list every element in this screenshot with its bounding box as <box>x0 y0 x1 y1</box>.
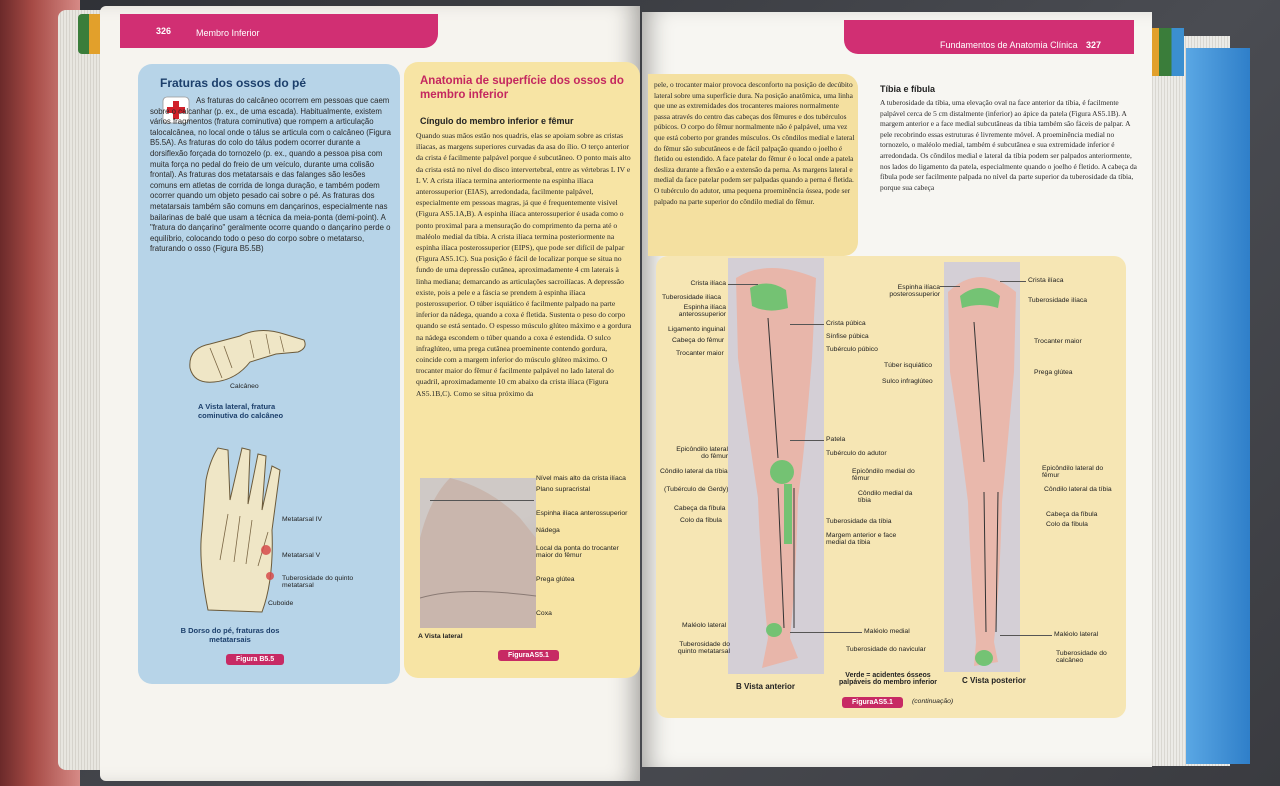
green-legend: Verde = acidentes ósseos palpáveis do me… <box>838 672 938 686</box>
first-aid-icon <box>162 96 190 124</box>
tibia-fibula-text: A tuberosidade da tíbia, uma elevação ov… <box>880 98 1137 192</box>
label-trocanter-maior-b: Trocanter maior <box>676 350 724 357</box>
right-running-head: Fundamentos de Anatomia Clínica <box>940 40 1078 50</box>
label-maleolo-medial: Maléolo medial <box>864 628 910 635</box>
figure-b5-5-tag: Figura B5.5 <box>226 654 285 665</box>
label-maleolo-lateral-b: Maléolo lateral <box>682 622 727 629</box>
label-tuberculo-gerdy: (Tubérculo de Gerdy) <box>664 486 729 493</box>
leader-line <box>790 632 862 633</box>
figure-as5-1-tag-right: FiguraAS5.1 <box>842 697 903 708</box>
label-tuberosidade-calcaneo: Tuberosidade do calcâneo <box>1056 650 1107 664</box>
label-colo-fibula-b: Colo da fíbula <box>680 517 722 524</box>
leader-line <box>1000 281 1026 282</box>
photo-label-supracristal: Plano supracristal <box>536 486 591 493</box>
photo-label-asis: Espinha ilíaca anterossuperior <box>536 510 628 517</box>
label-epicondilo-lateral-b: Epicôndilo lateral do fêmur <box>676 446 728 460</box>
surface-anatomy-subtitle: Cíngulo do membro inferior e fêmur <box>420 116 574 126</box>
label-eips: Espinha ilíaca posterossuperior <box>889 284 940 298</box>
label-crista-pubica: Crista púbica <box>826 320 866 327</box>
label-maleolo-lateral-c: Maléolo lateral <box>1054 631 1099 638</box>
left-header-bar <box>120 14 438 48</box>
caption-anterior: B Vista anterior <box>736 682 795 691</box>
label-tuberosidade-iliaca-b: Tuberosidade ilíaca <box>662 294 722 301</box>
leader-line <box>1000 635 1052 636</box>
label-prega-glutea-c: Prega glútea <box>1034 369 1073 376</box>
photo-label-trochanter: Local da ponta do trocanter maior do fêm… <box>536 545 619 559</box>
leader-line <box>728 284 758 285</box>
book-cover-edge <box>1186 48 1250 764</box>
label-trocanter-maior-c: Trocanter maior <box>1034 338 1082 345</box>
photo-label-nadega: Nádega <box>536 527 560 534</box>
label-tuberculo-pubico: Tubérculo púbico <box>826 346 878 353</box>
right-page-number: 327 <box>1086 40 1102 50</box>
label-sinfise-pubica: Sínfise púbica <box>826 333 869 340</box>
label-eias-b: Espinha ilíaca anterossuperior <box>678 304 726 318</box>
continued-text: pele, o trocanter maior provoca desconfo… <box>654 80 855 206</box>
photo-caption-a: A Vista lateral <box>418 633 463 640</box>
cuboid-label: Cuboide <box>268 600 294 607</box>
label-tuberosidade-tibia: Tuberosidade da tíbia <box>826 518 892 525</box>
buttock-lateral-photo <box>420 478 536 628</box>
calcaneus-label: Calcâneo <box>230 383 259 390</box>
label-patela: Patela <box>826 436 846 443</box>
label-epicondilo-medial: Epicôndilo medial do fêmur <box>852 468 915 482</box>
figure-as5-1-tag-left: FiguraAS5.1 <box>498 650 559 661</box>
calcaneus-fracture-illustration <box>189 330 306 383</box>
photo-label-gluteal-fold: Prega glútea <box>536 576 575 583</box>
left-running-head: Membro Inferior <box>196 28 260 38</box>
label-colo-fibula-c: Colo da fíbula <box>1046 521 1088 528</box>
metatarsal-iv-label: Metatarsal IV <box>282 516 323 523</box>
tibia-fibula-title: Tíbia e fíbula <box>880 84 936 94</box>
label-margem-anterior-tibia: Margem anterior e face medial da tíbia <box>826 532 897 546</box>
fifth-metatarsal-tuberosity-label: Tuberosidade do quinto metatarsal <box>282 575 354 589</box>
metatarsal-v-label: Metatarsal V <box>282 552 321 559</box>
leader-line <box>790 324 824 325</box>
photo-label-crest: Nível mais alto da crista ilíaca <box>536 475 626 482</box>
label-sulco-infragluteo: Sulco infraglúteo <box>882 378 933 385</box>
photo-label-coxa: Coxa <box>536 610 552 617</box>
surface-anatomy-title: Anatomia de superfície dos ossos do memb… <box>420 75 624 101</box>
label-ligamento-inguinal: Ligamento inguinal <box>668 326 726 333</box>
label-tuberosidade-iliaca-c: Tuberosidade ilíaca <box>1028 297 1088 304</box>
left-page-number: 326 <box>156 26 172 36</box>
photo-leader-line <box>430 500 534 501</box>
label-condilo-lateral-b: Côndilo lateral da tíbia <box>660 468 728 475</box>
fig-a-caption: A Vista lateral, fratura cominutiva do c… <box>198 402 284 420</box>
continued-text-box <box>648 74 858 256</box>
label-condilo-medial: Côndilo medial da tíbia <box>858 490 913 504</box>
metatarsal-fracture-illustration <box>200 447 281 613</box>
fig-b-caption: B Dorso do pé, fraturas dos metatarsais <box>180 626 280 644</box>
continuation-note: (continuação) <box>912 698 954 705</box>
leader-line <box>790 440 824 441</box>
caption-posterior: C Vista posterior <box>962 676 1026 685</box>
right-header-bar <box>844 20 1134 54</box>
clinical-box-title: Fraturas dos ossos do pé <box>160 76 307 90</box>
label-cabeca-femur: Cabeça do fêmur <box>672 337 725 344</box>
label-cabeca-fibula-c: Cabeça da fíbula <box>1046 511 1098 518</box>
label-cabeca-fibula-b: Cabeça da fíbula <box>674 505 726 512</box>
clinical-box-text: As fraturas do calcâneo ocorrem em pesso… <box>150 96 391 254</box>
label-crista-iliaca-b: Crista ilíaca <box>690 280 726 287</box>
label-condilo-lateral-c: Côndilo lateral da tíbia <box>1044 486 1112 493</box>
label-tuberculo-adutor: Tubérculo do adutor <box>826 450 887 457</box>
label-tuber-isquiatico: Túber isquiático <box>884 362 932 369</box>
leader-line <box>940 286 960 287</box>
surface-anatomy-text: Quando suas mãos estão nos quadris, elas… <box>416 131 632 398</box>
posterior-leg-photo <box>944 262 1020 672</box>
label-epicondilo-lateral-c: Epicôndilo lateral do fêmur <box>1042 465 1104 479</box>
label-tuberosidade-navicular: Tuberosidade do navicular <box>846 646 926 653</box>
anterior-leg-photo <box>728 258 824 674</box>
label-tuberosidade-quinto-metatarsal: Tuberosidade do quinto metatarsal <box>677 641 730 655</box>
label-crista-iliaca-c: Crista ilíaca <box>1028 277 1064 284</box>
